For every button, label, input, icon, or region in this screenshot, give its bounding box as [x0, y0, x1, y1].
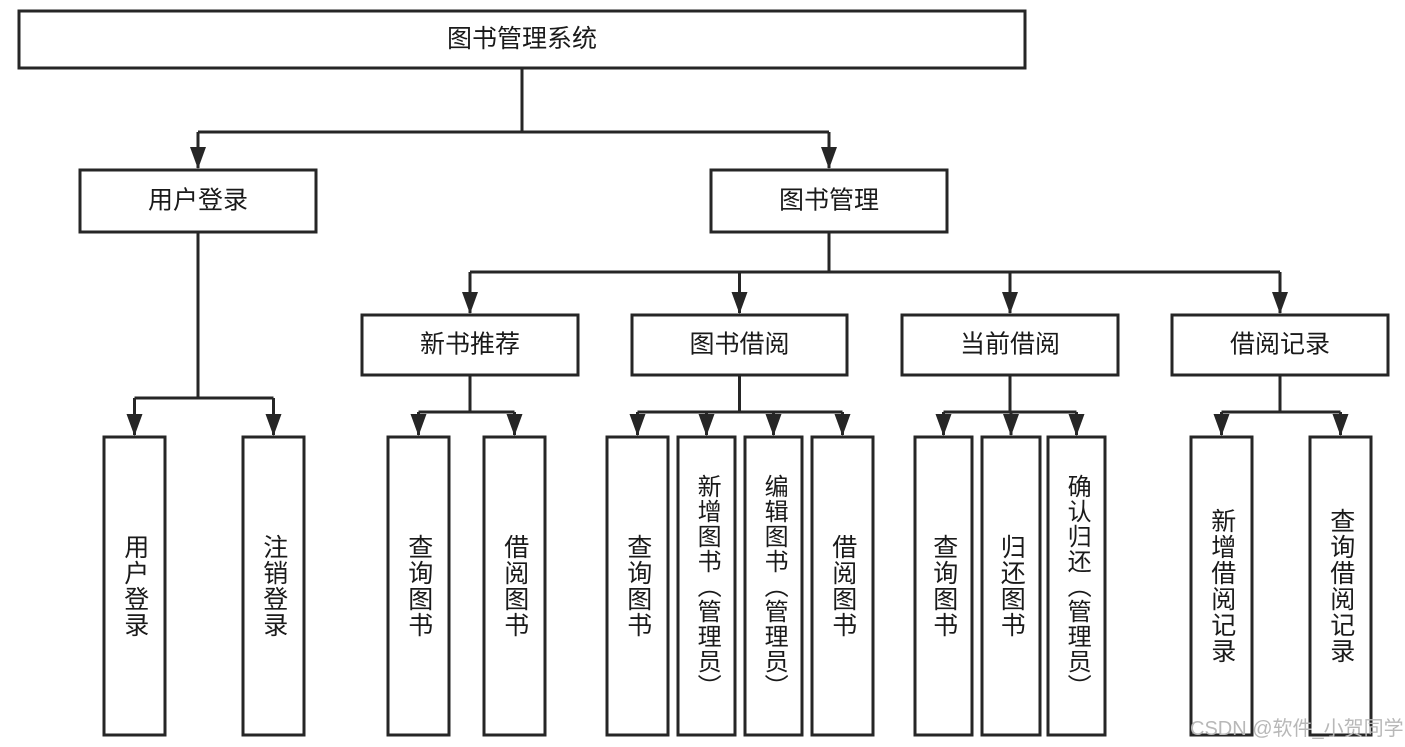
- leaf-node-box-10[interactable]: [1046, 435, 1107, 737]
- level1-node-label-1: 图书管理: [779, 187, 879, 215]
- arrow-head-icon-leaf-5: [698, 414, 715, 436]
- leaf-node-box-8[interactable]: [913, 435, 974, 737]
- leaf-node-box-11[interactable]: [1189, 435, 1254, 737]
- leaf-node-box-5[interactable]: [676, 435, 737, 737]
- level2-node-box-3[interactable]: [1170, 313, 1390, 377]
- arrow-head-icon-leaf-4: [629, 414, 646, 436]
- arrow-head-icon-l2-3: [1272, 292, 1288, 314]
- arrow-head-icon-l1-0: [190, 147, 206, 169]
- arrow-head-icon-leaf-10: [1068, 414, 1085, 436]
- edges-layer: [126, 68, 1349, 436]
- level2-node-label-0: 新书推荐: [420, 331, 520, 359]
- leaf-node-box-0[interactable]: [102, 435, 167, 737]
- arrow-head-icon-leaf-0: [126, 414, 143, 436]
- arrow-head-icon-leaf-7: [834, 414, 851, 436]
- arrow-head-icon-leaf-2: [410, 414, 427, 436]
- leaf-node-box-2[interactable]: [386, 435, 451, 737]
- arrow-head-icon-leaf-9: [1003, 414, 1019, 436]
- level2-node-label-3: 借阅记录: [1230, 331, 1330, 359]
- root-node-label: 图书管理系统: [447, 25, 597, 53]
- level1-node-box-1[interactable]: [709, 168, 949, 234]
- level2-node-label-1: 图书借阅: [689, 331, 789, 359]
- leaf-node-box-6[interactable]: [743, 435, 804, 737]
- level1-node-label-0: 用户登录: [148, 187, 248, 215]
- leaf-node-box-12[interactable]: [1308, 435, 1373, 737]
- root-node-box[interactable]: [17, 9, 1027, 70]
- leaf-node-box-9[interactable]: [980, 435, 1042, 737]
- level1-node-box-0[interactable]: [78, 168, 318, 234]
- arrow-head-icon-leaf-11: [1213, 414, 1230, 436]
- level2-node-box-1[interactable]: [630, 313, 849, 377]
- arrow-head-icon-l2-2: [1002, 292, 1018, 314]
- boxes-layer: [17, 9, 1390, 737]
- arrow-head-icon-l2-0: [462, 292, 478, 314]
- arrow-head-icon-leaf-8: [935, 414, 952, 436]
- arrow-head-icon-l1-1: [821, 147, 837, 169]
- arrow-head-icon-leaf-3: [506, 414, 523, 436]
- level2-node-label-2: 当前借阅: [960, 331, 1060, 359]
- level2-node-box-2[interactable]: [900, 313, 1120, 377]
- leaf-node-box-3[interactable]: [482, 435, 547, 737]
- watermark: CSDN @软件_小贺同学: [1190, 718, 1404, 740]
- arrow-head-icon-leaf-6: [765, 414, 782, 436]
- arrow-head-icon-l2-1: [731, 292, 748, 314]
- leaf-node-box-4[interactable]: [605, 435, 670, 737]
- level2-node-box-0[interactable]: [360, 313, 580, 377]
- leaf-node-box-1[interactable]: [241, 435, 306, 737]
- leaf-node-box-7[interactable]: [810, 435, 875, 737]
- arrow-head-icon-leaf-1: [265, 414, 282, 436]
- arrow-head-icon-leaf-12: [1332, 414, 1349, 436]
